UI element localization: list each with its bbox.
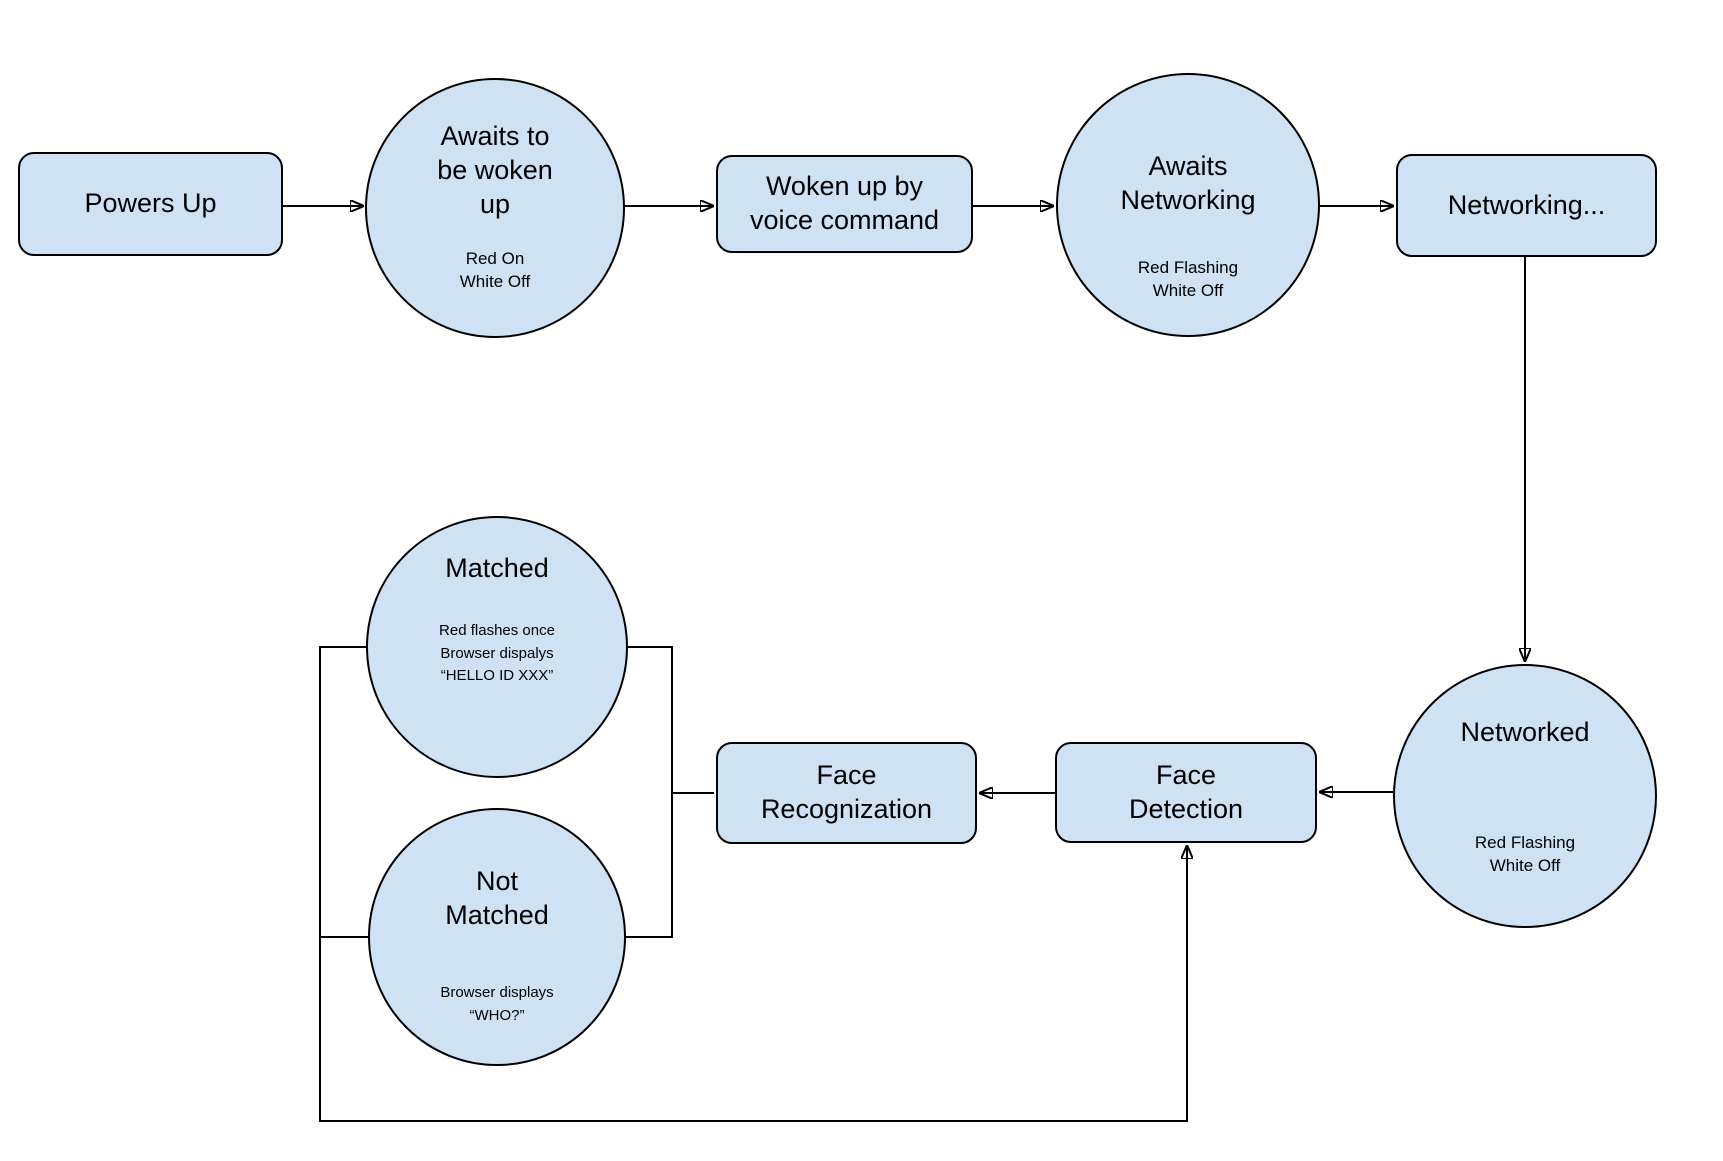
- node-face-recognization-label: Face Recognization: [760, 760, 933, 824]
- node-awaits-wake-status: Red On White Off: [459, 249, 531, 291]
- node-not-matched-label: Not Matched: [445, 866, 549, 930]
- node-networked-status: Red Flashing White Off: [1474, 833, 1576, 875]
- node-networking: Networking...: [1396, 154, 1657, 257]
- node-not-matched-status: Browser displays “WHO?”: [440, 984, 554, 1024]
- node-powers-up: Powers Up: [18, 152, 283, 256]
- edge-bracket-right: [626, 646, 673, 938]
- node-woken-up-label: Woken up by voice command: [749, 171, 940, 235]
- node-awaits-wake: Awaits to be woken up Red On White Off: [365, 78, 625, 338]
- node-networked: Networked Red Flashing White Off: [1393, 664, 1657, 928]
- node-matched: Matched Red flashes once Browser dispaly…: [366, 516, 628, 778]
- node-matched-status: Red flashes once Browser dispalys “HELLO…: [439, 622, 555, 684]
- node-face-detection-label: Face Detection: [1128, 759, 1244, 824]
- node-awaits-networking-status: Red Flashing White Off: [1137, 258, 1239, 300]
- node-matched-label: Matched: [445, 553, 549, 583]
- node-awaits-wake-label: Awaits to be woken up: [437, 121, 553, 219]
- node-face-recognization: Face Recognization: [716, 742, 977, 844]
- node-powers-up-label: Powers Up: [84, 188, 217, 219]
- node-awaits-networking-label: Awaits Networking: [1120, 151, 1256, 215]
- node-woken-up: Woken up by voice command: [716, 155, 973, 253]
- edge-matched-loop-to-face-detection: [319, 646, 1187, 1122]
- node-face-detection: Face Detection: [1055, 742, 1317, 843]
- node-networking-label: Networking...: [1447, 189, 1606, 220]
- node-awaits-networking: Awaits Networking Red Flashing White Off: [1056, 73, 1320, 337]
- node-networked-label: Networked: [1460, 717, 1590, 747]
- node-not-matched: Not Matched Browser displays “WHO?”: [368, 808, 626, 1066]
